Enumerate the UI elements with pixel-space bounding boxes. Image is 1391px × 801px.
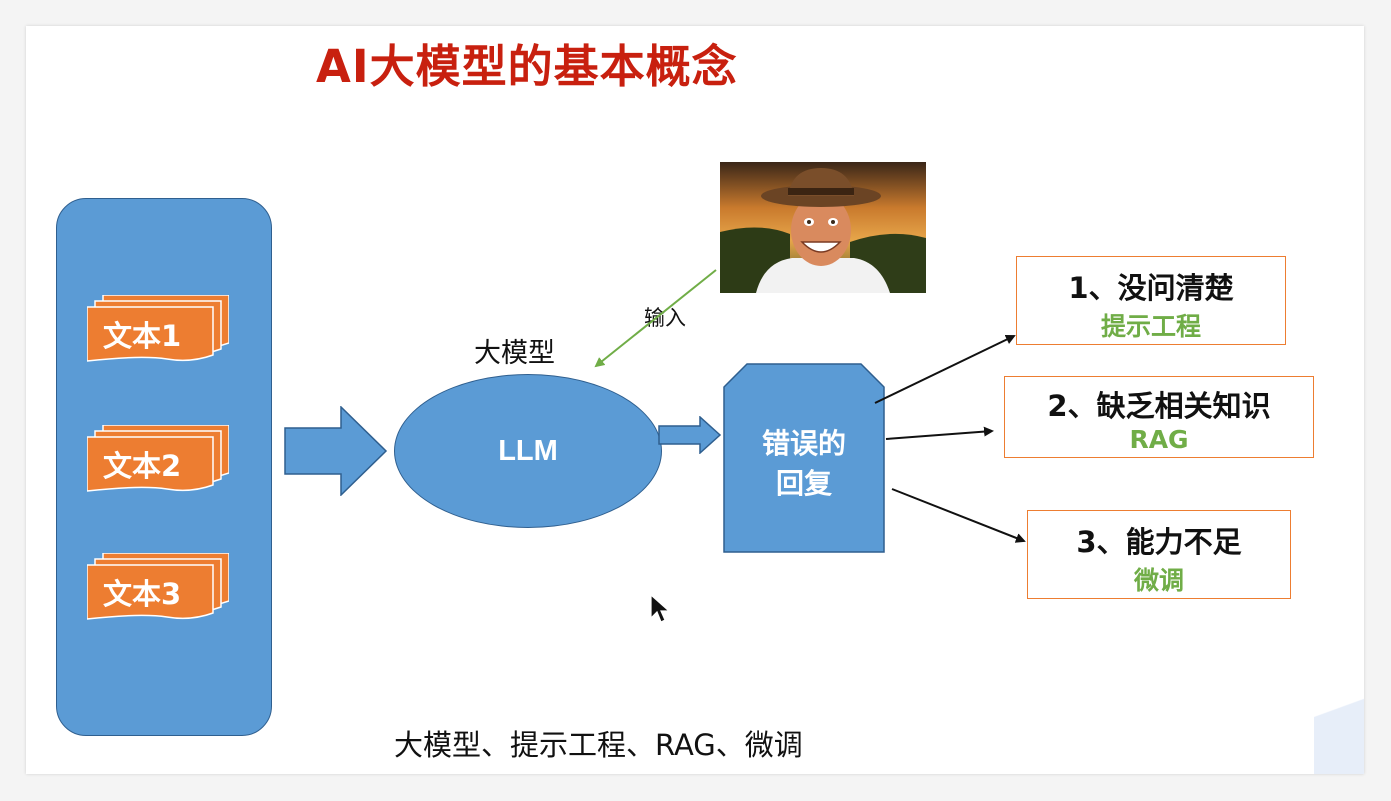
llm-ellipse: LLM [394,374,662,528]
reply-shape [723,363,885,553]
reply-label: 错误的 回复 [744,424,864,504]
input-arrow [594,269,717,368]
user-photo [720,162,926,293]
document-icon: 文本1 [87,295,229,363]
document-icon: 文本3 [87,553,229,621]
outcome-arrow [891,488,1026,543]
outcome-solution: 提示工程 [1100,312,1201,341]
connector-lines [594,269,1026,543]
outcome-arrow [885,426,994,440]
small-arrow-icon [658,416,722,454]
bottom-caption: 大模型、提示工程、RAG、微调 [394,728,803,762]
llm-label: LLM [498,434,558,467]
document-label: 文本3 [103,577,182,611]
outcome-title: 2、缺乏相关知识 [1047,389,1271,423]
slide: AI大模型的基本概念 文本1 文本2 文本3 [26,26,1364,774]
mouse-cursor-icon [650,594,670,623]
outcome-box: 2、缺乏相关知识 RAG [1004,376,1314,458]
llm-caption: 大模型 [474,338,555,369]
reply-label-line: 错误的 [761,427,846,460]
outcome-arrow [874,334,1016,404]
document-label: 文本1 [103,319,182,353]
slide-title: AI大模型的基本概念 [316,40,738,93]
outcome-solution: 微调 [1133,566,1184,595]
big-arrow-icon [284,406,388,496]
outcome-box: 1、没问清楚 提示工程 [1016,256,1286,345]
text-corpus-panel: 文本1 文本2 文本3 [56,198,272,736]
document-icon: 文本2 [87,425,229,493]
outcome-title: 1、没问清楚 [1068,271,1234,305]
outcome-box: 3、能力不足 微调 [1027,510,1291,599]
outcome-title: 3、能力不足 [1076,525,1242,559]
reply-label-line: 回复 [775,467,832,500]
document-label: 文本2 [103,449,182,483]
corner-decoration [1314,684,1364,774]
outcome-solution: RAG [1129,425,1189,454]
